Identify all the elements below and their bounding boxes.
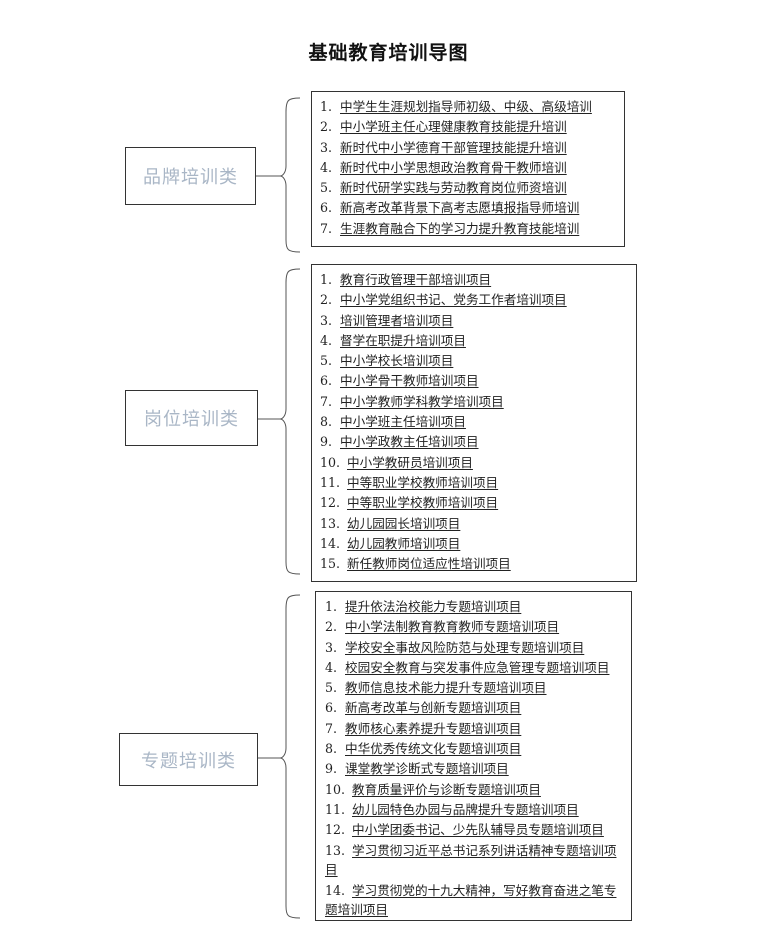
list-item: 15.新任教师岗位适应性培训项目 xyxy=(320,556,511,572)
list-item: 1.教育行政管理干部培训项目 xyxy=(320,272,492,287)
list-item: 13.学习贯彻习近平总书记系列讲话精神专题培训项目 xyxy=(325,842,617,877)
list-item: 7.教师核心素养提升专题培训项目 xyxy=(325,720,522,736)
brace-3 xyxy=(279,594,301,919)
list-item: 12.中小学团委书记、少先队辅导员专题培训项目 xyxy=(325,822,604,838)
brace-2 xyxy=(279,268,301,575)
list-item: 2.中小学法制教育教育教师专题培训项目 xyxy=(325,619,560,635)
list-item: 14.学习贯彻党的十九大精神，写好教育奋进之笔专题培训项目 xyxy=(325,882,617,917)
list-item: 6.新高考改革背景下高考志愿填报指导师培训 xyxy=(320,200,580,216)
list-item: 9.中小学政教主任培训项目 xyxy=(320,434,479,450)
list-item: 11.中等职业学校教师培训项目 xyxy=(320,474,499,490)
list-item: 6.中小学骨干教师培训项目 xyxy=(320,373,479,389)
list-item: 8.中华优秀传统文化专题培训项目 xyxy=(325,741,522,757)
diagram-title: 基础教育培训导图 xyxy=(308,42,469,64)
category-box-position-training: 岗位培训类 xyxy=(125,390,258,446)
list-item: 3.培训管理者培训项目 xyxy=(320,312,454,328)
list-item: 3.学校安全事故风险防范与处理专题培训项目 xyxy=(325,639,585,655)
list-item: 5.中小学校长培训项目 xyxy=(320,353,454,369)
list-item: 12.中等职业学校教师培训项目 xyxy=(320,495,499,511)
list-item: 4.督学在职提升培训项目 xyxy=(320,332,466,348)
list-item: 13.幼儿园园长培训项目 xyxy=(320,515,461,531)
list-item: 5.新时代研学实践与劳动教育岗位师资培训 xyxy=(320,180,567,196)
brace-1 xyxy=(279,97,301,253)
list-item: 2.中小学党组织书记、党务工作者培训项目 xyxy=(320,292,567,308)
list-item: 9.课堂教学诊断式专题培训项目 xyxy=(325,761,509,777)
list-item: 10.教育质量评价与诊断专题培训项目 xyxy=(325,781,541,797)
category-box-brand-training: 品牌培训类 xyxy=(125,147,256,205)
list-item: 2.中小学班主任心理健康教育技能提升培训 xyxy=(320,119,567,135)
list-item: 4.新时代中小学思想政治教育骨干教师培训 xyxy=(320,159,567,175)
list-item: 3.新时代中小学德育干部管理技能提升培训 xyxy=(320,139,567,155)
list-item: 14.幼儿园教师培训项目 xyxy=(320,535,461,551)
list-item: 1.中学生生涯规划指导师初级、中级、高级培训 xyxy=(320,99,592,114)
category-label: 品牌培训类 xyxy=(143,167,238,188)
item-list-position-training: 1.教育行政管理干部培训项目 2.中小学党组织书记、党务工作者培训项目 3.培训… xyxy=(311,264,637,582)
list-item: 10.中小学教研员培训项目 xyxy=(320,454,473,470)
list-item: 8.中小学班主任培训项目 xyxy=(320,414,466,430)
list-item: 1.提升依法治校能力专题培训项目 xyxy=(325,599,522,614)
list-item: 4.校园安全教育与突发事件应急管理专题培训项目 xyxy=(325,659,610,675)
category-box-topic-training: 专题培训类 xyxy=(119,733,258,786)
category-label: 岗位培训类 xyxy=(144,409,239,430)
item-list-brand-training: 1.中学生生涯规划指导师初级、中级、高级培训 2.中小学班主任心理健康教育技能提… xyxy=(311,91,625,247)
list-item: 6.新高考改革与创新专题培训项目 xyxy=(325,700,522,716)
list-item: 5.教师信息技术能力提升专题培训项目 xyxy=(325,680,547,696)
item-list-topic-training: 1.提升依法治校能力专题培训项目 2.中小学法制教育教育教师专题培训项目 3.学… xyxy=(315,591,632,921)
category-label: 专题培训类 xyxy=(141,750,236,772)
list-item: 11.幼儿园特色办园与品牌提升专题培训项目 xyxy=(325,801,579,817)
list-item: 7.生涯教育融合下的学习力提升教育技能培训 xyxy=(320,220,580,236)
list-item: 7.中小学教师学科教学培训项目 xyxy=(320,393,504,409)
